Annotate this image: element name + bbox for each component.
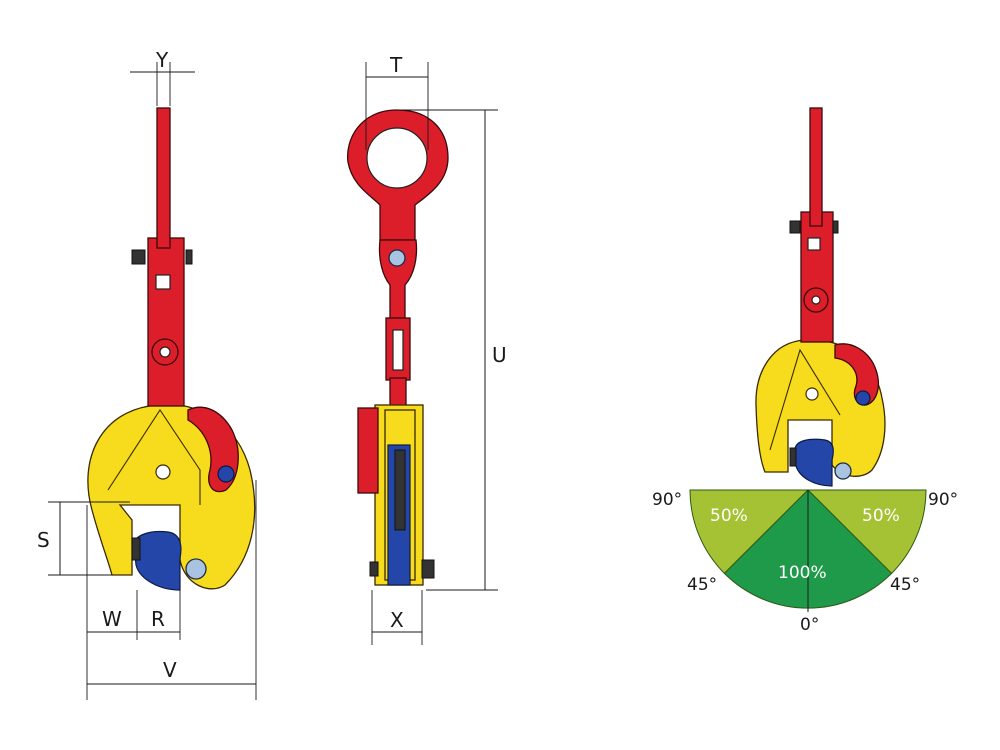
dim-r-label: R [151,607,165,631]
dimension-lines-front: T U X [365,53,507,645]
zone-right-pct-label: 50% [862,506,900,526]
dim-u-label: U [492,343,507,367]
dim-s-label: S [37,528,50,552]
clamp-on-plate-view [755,107,886,487]
dim-x-label: X [390,608,404,632]
dim-t-label: T [389,53,403,77]
zone-center-pct-label: 100% [778,563,827,583]
dim-v-label: V [163,658,177,682]
zone-left-pct-label: 50% [710,506,748,526]
angle-zone-diagram: 90° 90° 45° 45° 0° 50% 50% 100% [652,489,958,635]
zone-right-50 [806,489,927,575]
angle-0-label: 0° [800,615,819,635]
clamp-side-view [87,107,256,591]
angle-right-90-label: 90° [928,490,958,510]
dim-w-label: W [102,607,122,631]
dim-y-label: Y [155,48,169,72]
angle-left-45-label: 45° [687,575,717,595]
angle-right-45-label: 45° [890,575,920,595]
dimension-lines-side: Y S W R V [37,48,257,700]
angle-left-90-label: 90° [652,490,682,510]
clamp-front-view [346,109,449,586]
zone-left-50 [689,489,810,575]
